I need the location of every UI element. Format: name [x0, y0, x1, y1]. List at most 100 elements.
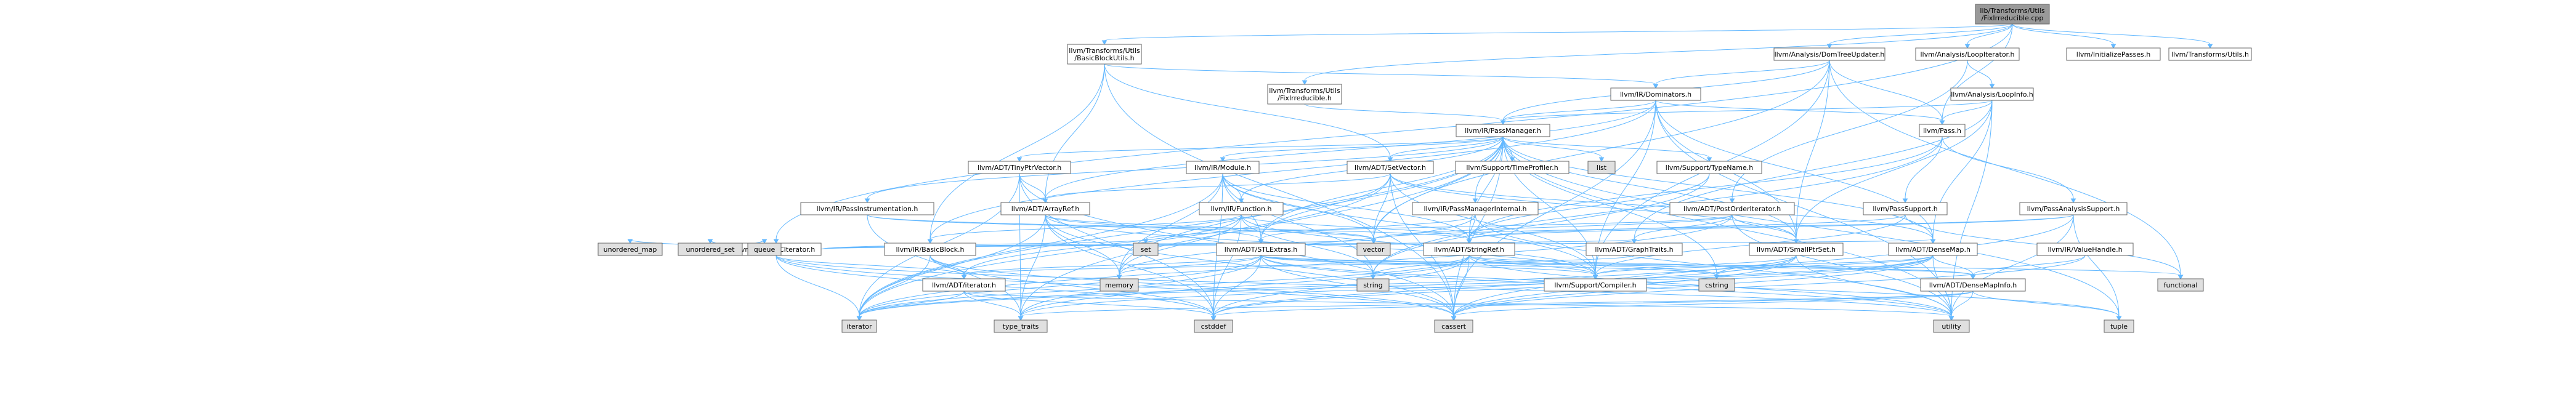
node-valuehandle[interactable]: llvm/IR/ValueHandle.h [2036, 243, 2134, 256]
node-label: /BasicBlockUtils.h [1074, 54, 1134, 62]
node-dominators[interactable]: llvm/IR/Dominators.h [1610, 87, 1701, 101]
node-set[interactable]: set [1133, 243, 1159, 256]
node-root[interactable]: lib/Transforms/Utils/FixIrreducible.cpp [1975, 4, 2050, 25]
edge-bbutils-to-dominators [1104, 63, 1659, 89]
node-unordered-map[interactable]: unordered_map [597, 243, 663, 256]
node-graphtraits[interactable]: llvm/ADT/GraphTraits.h [1586, 243, 1683, 256]
node-loopiter[interactable]: llvm/Analysis/LoopIterator.h [1915, 47, 2020, 61]
node-unordered-set[interactable]: unordered_set [678, 243, 743, 256]
node-timeprofiler[interactable]: llvm/Support/TimeProfiler.h [1455, 161, 1569, 174]
edge-stlextras-to-memory [1116, 255, 1262, 279]
node-stringref[interactable]: llvm/ADT/StringRef.h [1423, 243, 1515, 256]
edge-root-to-domtreeupd [1826, 23, 2013, 49]
node-passinstr[interactable]: llvm/IR/PassInstrumentation.h [800, 202, 934, 215]
node-label: list [1597, 164, 1607, 172]
node-label: llvm/IR/BasicBlock.h [896, 246, 965, 254]
node-cassert[interactable]: cassert [1434, 319, 1473, 333]
node-box [1920, 278, 2026, 292]
node-label: llvm/ADT/StringRef.h [1434, 246, 1504, 254]
edge-pass-to-passsupport [1902, 136, 1943, 203]
node-utility[interactable]: utility [1933, 319, 1970, 333]
node-loopinfo[interactable]: llvm/Analysis/LoopInfo.h [1950, 87, 2034, 101]
edge-root-to-pass [1939, 23, 2013, 125]
node-box [1186, 161, 1260, 174]
edge-domtreeupd-to-pass [1829, 60, 1945, 125]
node-box [597, 243, 663, 256]
node-bbutils[interactable]: llvm/Transforms/Utils/BasicBlockUtils.h [1067, 44, 1142, 65]
node-functional[interactable]: functional [2157, 278, 2204, 292]
node-pass[interactable]: llvm/Pass.h [1919, 124, 1966, 137]
node-label: llvm/Support/TimeProfiler.h [1466, 164, 1558, 172]
node-box [1067, 44, 1142, 65]
node-box [1455, 161, 1569, 174]
node-domtreeupd[interactable]: llvm/Analysis/DomTreeUpdater.h [1773, 47, 1885, 61]
node-transutils[interactable]: llvm/Transforms/Utils.h [2168, 47, 2252, 61]
node-setvector[interactable]: llvm/ADT/SetVector.h [1347, 161, 1434, 174]
node-passsupport[interactable]: llvm/PassSupport.h [1863, 202, 1948, 215]
edge-passmanager-to-typename [1502, 136, 1712, 162]
node-arrayref[interactable]: llvm/ADT/ArrayRef.h [1000, 202, 1090, 215]
edge-adtiterator-to-iterator [856, 291, 965, 321]
edge-irfunction-to-basicblock [927, 214, 1242, 244]
node-box [2104, 319, 2134, 333]
node-vector[interactable]: vector [1356, 243, 1391, 256]
node-box [2168, 47, 2252, 61]
node-stlextras[interactable]: llvm/ADT/STLExtras.h [1216, 243, 1306, 256]
node-basicblock[interactable]: llvm/IR/BasicBlock.h [884, 243, 976, 256]
node-passanalysis[interactable]: llvm/PassAnalysisSupport.h [2019, 202, 2128, 215]
node-box [1412, 202, 1539, 215]
node-box [1100, 278, 1139, 292]
node-label: llvm/ADT/SetVector.h [1355, 164, 1426, 172]
edge-passmanager-to-passinstr [864, 136, 1504, 203]
node-box [968, 161, 1071, 174]
node-tuple[interactable]: tuple [2104, 319, 2134, 333]
node-label: llvm/Transforms/Utils [1269, 87, 1340, 95]
edge-passmanager-to-list [1502, 136, 1605, 162]
node-box [1586, 243, 1683, 256]
node-label: string [1363, 281, 1383, 289]
node-passmanager[interactable]: llvm/IR/PassManager.h [1456, 124, 1550, 137]
edge-bbutils-to-basicblock [927, 63, 1105, 244]
node-cstring[interactable]: cstring [1698, 278, 1735, 292]
node-box [1919, 124, 1966, 137]
node-string[interactable]: string [1356, 278, 1390, 292]
node-box [1199, 202, 1284, 215]
edge-loopiter-to-loopinfo [1967, 60, 1995, 89]
node-tinyptr[interactable]: llvm/ADT/TinyPtrVector.h [968, 161, 1071, 174]
node-label: llvm/ADT/PostOrderIterator.h [1683, 205, 1781, 213]
node-densemap[interactable]: llvm/ADT/DenseMap.h [1888, 243, 1978, 256]
node-label: functional [2164, 281, 2198, 289]
edge-setvector-to-densemap [1390, 173, 1936, 244]
node-cstddef[interactable]: cstddef [1194, 319, 1233, 333]
node-utils-fixirr[interactable]: llvm/Transforms/Utils/FixIrreducible.h [1267, 84, 1342, 105]
node-compiler[interactable]: llvm/Support/Compiler.h [1544, 278, 1647, 292]
node-postorder[interactable]: llvm/ADT/PostOrderIterator.h [1669, 202, 1795, 215]
node-pmi[interactable]: llvm/IR/PassManagerInternal.h [1412, 202, 1539, 215]
node-densemapinfo[interactable]: llvm/ADT/DenseMapInfo.h [1920, 278, 2026, 292]
edge-passmanager-to-setvector [1387, 136, 1504, 162]
node-label: llvm/Pass.h [1923, 127, 1961, 135]
node-typename[interactable]: llvm/Support/TypeName.h [1656, 161, 1762, 174]
node-iterator[interactable]: iterator [841, 319, 877, 333]
node-smallptrset[interactable]: llvm/ADT/SmallPtrSet.h [1749, 243, 1844, 256]
node-label: llvm/Analysis/DomTreeUpdater.h [1775, 50, 1885, 58]
node-box [1975, 4, 2050, 25]
node-adtiterator[interactable]: llvm/ADT/iterator.h [922, 278, 1006, 292]
node-list[interactable]: list [1587, 161, 1616, 174]
node-label: llvm/Support/Compiler.h [1554, 281, 1636, 289]
node-box [1698, 278, 1735, 292]
node-label: llvm/ADT/ArrayRef.h [1011, 205, 1080, 213]
node-irmodule[interactable]: llvm/IR/Module.h [1186, 161, 1260, 174]
node-label: cstddef [1201, 323, 1227, 331]
node-irfunction[interactable]: llvm/IR/Function.h [1199, 202, 1284, 215]
node-initpasses[interactable]: llvm/InitializePasses.h [2066, 47, 2161, 61]
node-memory[interactable]: memory [1100, 278, 1139, 292]
node-box [1347, 161, 1434, 174]
node-box [747, 243, 782, 256]
node-queue[interactable]: queue [747, 243, 782, 256]
node-box [2019, 202, 2128, 215]
edge-passanalysis-to-stringref [1466, 214, 2074, 244]
node-type-traits[interactable]: type_traits [994, 319, 1048, 333]
node-box [1587, 161, 1616, 174]
edge-stlextras-to-iterator [856, 255, 1262, 321]
